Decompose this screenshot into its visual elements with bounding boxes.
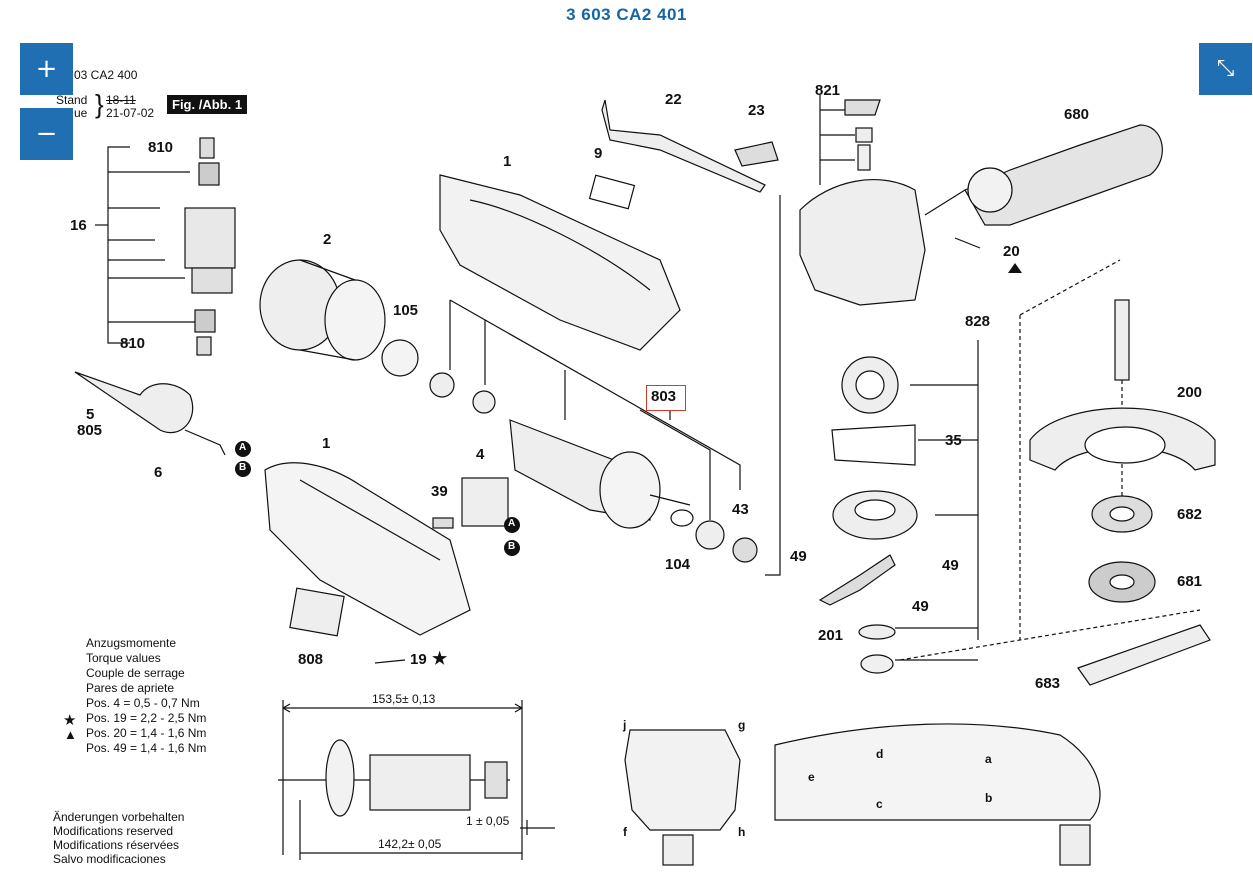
part-1-upper[interactable]: 1 xyxy=(503,153,512,170)
torque-pos19: Pos. 19 = 2,2 - 2,5 Nm xyxy=(86,711,207,725)
issue-date: 21-07-02 xyxy=(106,106,155,120)
triangle-icon: ▲ xyxy=(64,727,77,742)
connector-h: h xyxy=(738,825,746,839)
brace: } xyxy=(95,89,104,119)
issue-label: ue xyxy=(74,106,88,120)
part-805[interactable]: 805 xyxy=(77,422,103,439)
part-35[interactable]: 35 xyxy=(945,432,962,449)
part-23[interactable]: 23 xyxy=(748,102,765,119)
connector-f: f xyxy=(623,825,627,839)
torque-line: Pares de apriete xyxy=(86,681,175,695)
torque-line: Torque values xyxy=(86,651,161,665)
part-43[interactable]: 43 xyxy=(732,501,749,518)
star-icon: ★ xyxy=(63,712,77,729)
plus-icon: + xyxy=(35,54,58,84)
part-201[interactable]: 201 xyxy=(818,627,844,644)
connector-A-switch: A xyxy=(508,518,516,529)
torque-pos4: Pos. 4 = 0,5 - 0,7 Nm xyxy=(86,696,200,710)
connector-b: b xyxy=(985,791,993,805)
connector-A: A xyxy=(239,442,247,453)
part-104[interactable]: 104 xyxy=(665,556,691,573)
connector-B-switch: B xyxy=(508,541,516,552)
part-803[interactable]: 803 xyxy=(651,388,677,405)
page-title: 3 603 CA2 401 xyxy=(566,5,687,24)
part-680[interactable]: 680 xyxy=(1064,106,1090,123)
stand-date: 18-11 xyxy=(106,93,136,107)
part-49-right[interactable]: 49 xyxy=(942,557,959,574)
part-2[interactable]: 2 xyxy=(323,231,332,248)
connector-a: a xyxy=(985,752,992,766)
disclaimer: Änderungen vorbehalten Modifications res… xyxy=(53,810,184,866)
highlight-box-803 xyxy=(646,385,686,411)
collapse-icon: ⤡ xyxy=(1216,56,1235,81)
figure-badge: Fig. /Abb. 1 xyxy=(167,95,248,114)
disclaimer-line: Salvo modificaciones xyxy=(53,852,166,866)
zoom-out-button[interactable]: − xyxy=(20,108,73,160)
part-20[interactable]: 20 xyxy=(1003,243,1020,260)
part-810-top[interactable]: 810 xyxy=(148,139,174,156)
part-39[interactable]: 39 xyxy=(431,483,448,500)
connector-g: g xyxy=(738,718,746,732)
disclaimer-line: Modifications reserved xyxy=(53,824,174,838)
zoom-in-button[interactable]: + xyxy=(20,43,73,95)
torque-line: Couple de serrage xyxy=(86,666,185,680)
connector-j: j xyxy=(623,718,627,732)
disclaimer-line: Änderungen vorbehalten xyxy=(53,810,185,824)
part-821[interactable]: 821 xyxy=(815,82,841,99)
star-icon: ★ xyxy=(432,649,448,668)
part-49-lower[interactable]: 49 xyxy=(912,598,929,615)
disclaimer-line: Modifications réservées xyxy=(53,838,180,852)
dimension-gap: 1 ± 0,05 xyxy=(466,814,510,828)
part-200[interactable]: 200 xyxy=(1177,384,1203,401)
part-16[interactable]: 16 xyxy=(70,217,87,234)
part-1-lower[interactable]: 1 xyxy=(322,435,331,452)
part-810-bottom[interactable]: 810 xyxy=(120,335,146,352)
part-49-left[interactable]: 49 xyxy=(790,548,807,565)
part-681[interactable]: 681 xyxy=(1177,573,1203,590)
part-808[interactable]: 808 xyxy=(298,651,324,668)
dimension-overall: 153,5± 0,13 xyxy=(372,692,436,706)
connector-e: e xyxy=(808,770,815,784)
part-828[interactable]: 828 xyxy=(965,313,991,330)
part-22[interactable]: 22 xyxy=(665,91,682,108)
stand-label: Stand xyxy=(56,93,88,107)
torque-pos49: Pos. 49 = 1,4 - 1,6 Nm xyxy=(86,741,207,755)
part-105[interactable]: 105 xyxy=(393,302,419,319)
minus-icon: − xyxy=(35,119,58,149)
collapse-button[interactable]: ⤡ xyxy=(1199,43,1252,95)
connector-B: B xyxy=(239,462,247,473)
dimension-lower: 142,2± 0,05 xyxy=(378,837,442,851)
part-19[interactable]: 19 xyxy=(410,651,427,668)
part-5[interactable]: 5 xyxy=(86,406,95,423)
torque-pos20: Pos. 20 = 1,4 - 1,6 Nm xyxy=(86,726,207,740)
connector-d: d xyxy=(876,747,884,761)
part-9[interactable]: 9 xyxy=(594,145,603,162)
connector-c: c xyxy=(876,797,883,811)
part-682[interactable]: 682 xyxy=(1177,506,1203,523)
part-683[interactable]: 683 xyxy=(1035,675,1061,692)
part-6[interactable]: 6 xyxy=(154,464,163,481)
model-number: 03 CA2 400 xyxy=(74,68,138,82)
torque-values: Anzugsmomente Torque values Couple de se… xyxy=(86,636,206,756)
torque-line: Anzugsmomente xyxy=(86,636,177,650)
part-4[interactable]: 4 xyxy=(476,446,485,463)
